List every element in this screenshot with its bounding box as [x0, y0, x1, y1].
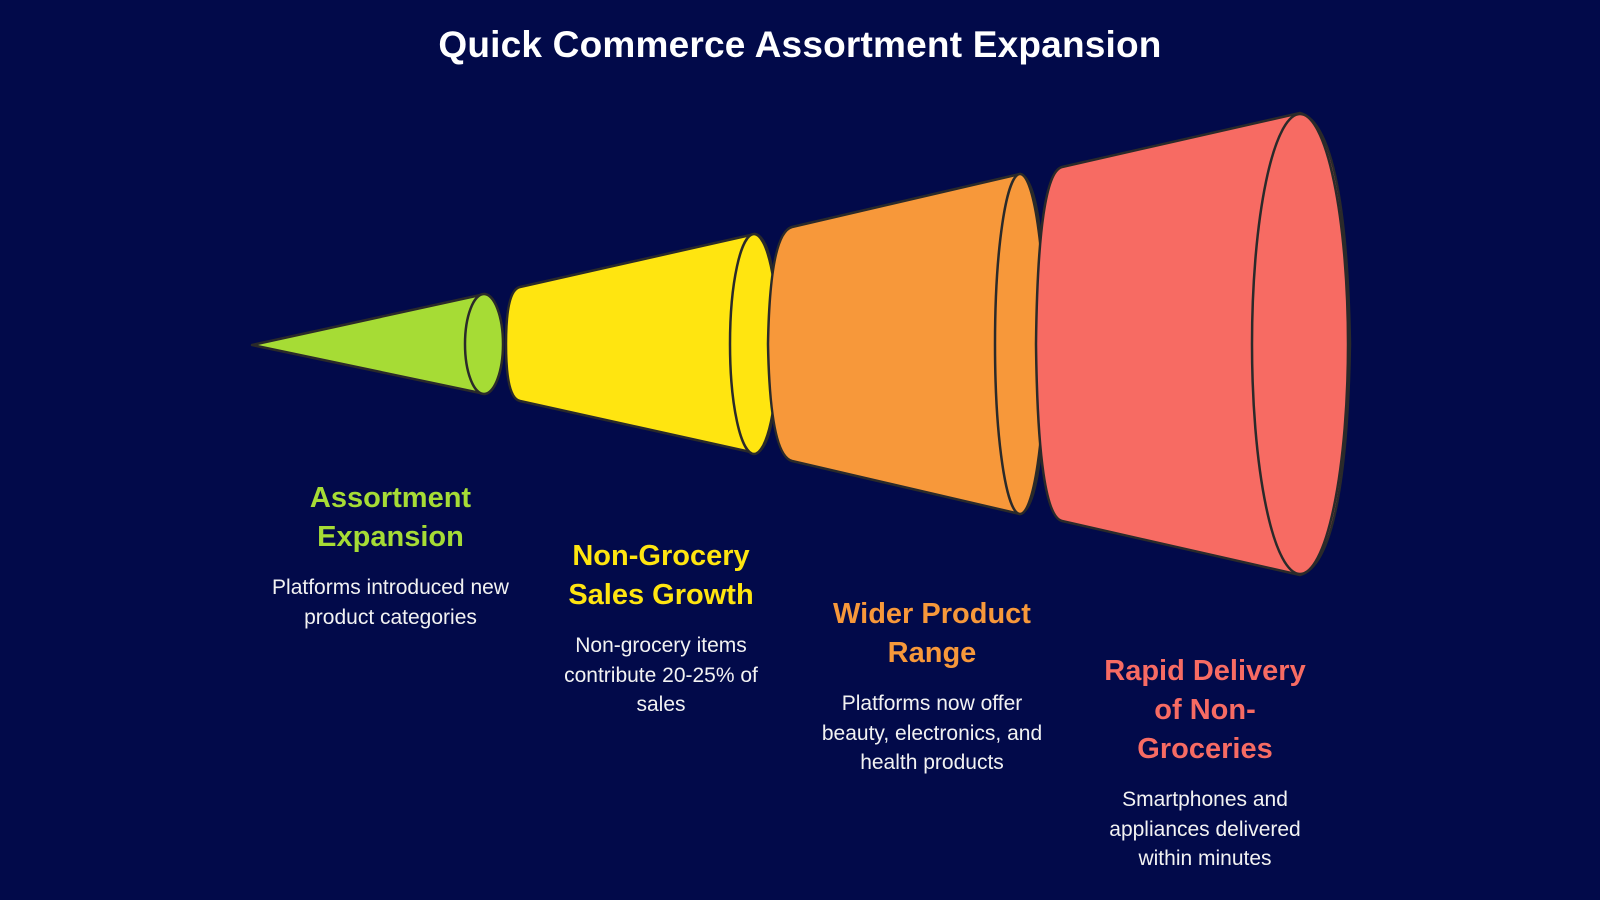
stage-2-title: Non-Grocery Sales Growth — [568, 540, 754, 611]
funnel-segment-2 — [504, 232, 780, 456]
stage-3-label: Wider Product Range Platforms now offer … — [812, 595, 1052, 778]
funnel-segment-1-rim — [463, 292, 505, 396]
stage-1-title: Assortment Expansion — [309, 482, 472, 553]
funnel-segment-1-body — [250, 292, 487, 396]
stage-3-title: Wider Product Range — [833, 598, 1031, 669]
stage-1-label: Assortment Expansion Platforms introduce… — [268, 479, 513, 632]
funnel-segment-4-rim — [1250, 112, 1350, 576]
stage-2-description: Non-grocery items contribute 20-25% of s… — [564, 634, 758, 716]
stage-1-description: Platforms introduced new product categor… — [272, 576, 509, 629]
stage-4-label: Rapid Delivery of Non-Groceries Smartpho… — [1090, 652, 1320, 874]
stage-3-description: Platforms now offer beauty, electronics,… — [821, 692, 1043, 774]
funnel-segment-1 — [250, 292, 505, 396]
stage-4-title: Rapid Delivery of Non-Groceries — [1104, 655, 1306, 765]
diagram-title: Quick Commerce Assortment Expansion — [438, 24, 1162, 65]
funnel-segment-3 — [766, 172, 1048, 516]
stage-2-label: Non-Grocery Sales Growth Non-grocery ite… — [541, 537, 781, 720]
stage-4-description: Smartphones and appliances delivered wit… — [1109, 788, 1301, 870]
funnel-segment-4 — [1034, 111, 1352, 577]
